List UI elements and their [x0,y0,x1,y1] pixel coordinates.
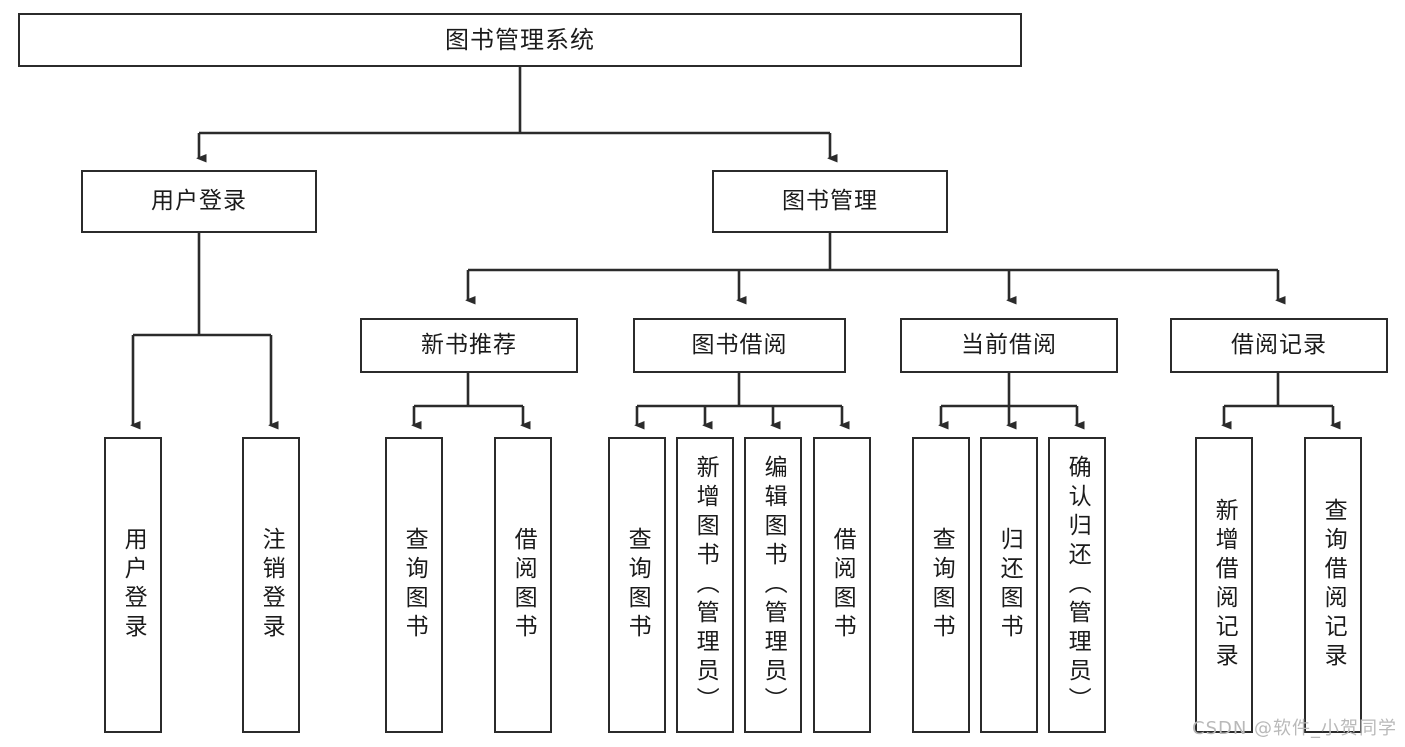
node-label: 查询图书 [401,527,428,643]
leaf-query-borrow-record[interactable]: 查询借阅记录 [1304,437,1362,733]
node-label: 新增借阅记录 [1211,498,1238,672]
node-label: 新增图书（管理员） [692,454,719,716]
leaf-borrow-book-recommend[interactable]: 借阅图书 [494,437,552,733]
node-label: 用户登录 [120,527,147,643]
node-label: 确认归还（管理员） [1064,454,1091,716]
leaf-add-book-admin[interactable]: 新增图书（管理员） [676,437,734,733]
leaf-logout[interactable]: 注销登录 [242,437,300,733]
leaf-user-login[interactable]: 用户登录 [104,437,162,733]
node-label: 借阅图书 [829,527,856,643]
leaf-borrow-book[interactable]: 借阅图书 [813,437,871,733]
node-label: 图书管理系统 [445,25,595,54]
node-label: 图书借阅 [691,331,788,358]
leaf-query-book-borrow[interactable]: 查询图书 [608,437,666,733]
node-label: 查询图书 [624,527,651,643]
node-label: 借阅记录 [1231,331,1327,358]
node-label: 查询借阅记录 [1320,498,1347,672]
node-borrow-records[interactable]: 借阅记录 [1170,318,1388,373]
node-book-borrow[interactable]: 图书借阅 [633,318,846,373]
node-label: 查询图书 [928,527,955,643]
node-label: 归还图书 [996,527,1023,643]
leaf-add-borrow-record[interactable]: 新增借阅记录 [1195,437,1253,733]
node-current-borrow[interactable]: 当前借阅 [900,318,1118,373]
node-label: 编辑图书（管理员） [760,454,787,716]
node-label: 借阅图书 [510,527,537,643]
node-label: 图书管理 [782,187,878,214]
node-label: 新书推荐 [421,331,517,358]
node-root-library-system[interactable]: 图书管理系统 [18,13,1022,67]
leaf-edit-book-admin[interactable]: 编辑图书（管理员） [744,437,802,733]
csdn-watermark: CSDN @软件_小贺同学 [1192,718,1398,739]
node-book-management[interactable]: 图书管理 [712,170,948,233]
node-user-login[interactable]: 用户登录 [81,170,317,233]
node-label: 当前借阅 [961,331,1057,358]
leaf-query-book-current[interactable]: 查询图书 [912,437,970,733]
node-label: 注销登录 [258,527,285,643]
leaf-query-book-recommend[interactable]: 查询图书 [385,437,443,733]
leaf-return-book[interactable]: 归还图书 [980,437,1038,733]
node-label: 用户登录 [151,187,247,214]
node-new-book-recommend[interactable]: 新书推荐 [360,318,578,373]
leaf-confirm-return-admin[interactable]: 确认归还（管理员） [1048,437,1106,733]
